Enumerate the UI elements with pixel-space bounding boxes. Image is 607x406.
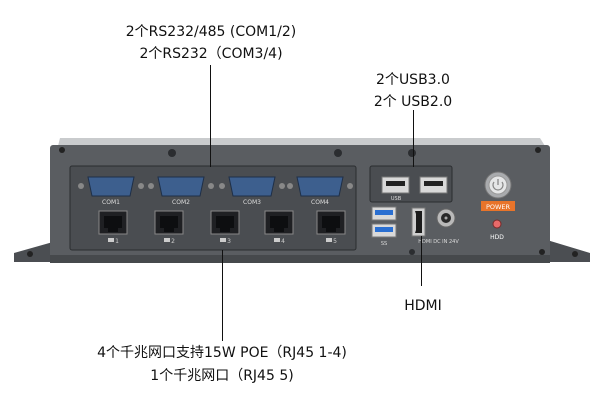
rj45-port-3[interactable] [210, 210, 240, 235]
com-callout-line1: 2个RS232/485 (COM1/2) [125, 24, 297, 40]
power-label: POWER [486, 203, 511, 211]
dc-in-jack[interactable] [436, 208, 456, 228]
power-label-badge [481, 201, 515, 211]
lan4-silk: 4 [281, 238, 285, 245]
chassis-screw [409, 249, 415, 255]
com-port-3[interactable] [219, 176, 285, 197]
hdd-label: HDD [490, 234, 504, 241]
usb3-port-2[interactable] [371, 223, 397, 238]
lan1-silk: 1 [115, 238, 119, 245]
rj45-port-5[interactable] [316, 210, 346, 235]
rj45-port-2[interactable] [154, 210, 184, 235]
chassis-screw [539, 249, 545, 255]
com1-silk: COM1 [102, 199, 120, 206]
right-bracket-screw [572, 251, 578, 257]
usb2-port-2[interactable] [419, 176, 448, 194]
usb-leader-line [413, 110, 414, 167]
power-button[interactable] [484, 171, 512, 199]
lan2-silk: 2 [171, 238, 175, 245]
hdmi-leader-line [421, 236, 422, 286]
com4-silk: COM4 [311, 199, 329, 206]
left-bracket-screw [27, 251, 33, 257]
top-cover [58, 138, 545, 146]
usb2-silk: USB [391, 196, 402, 202]
chassis-base [50, 255, 550, 263]
chassis-screw [535, 147, 541, 153]
chassis-screw [168, 149, 176, 157]
hdmi-silk: HDMI [418, 239, 431, 245]
usb-callout-line1: 2个USB3.0 [376, 72, 450, 88]
com-callout-line2: 2个RS232（COM3/4) [139, 46, 283, 62]
hdd-led [492, 219, 502, 229]
lan-network-icons [108, 238, 332, 242]
usb3-port-1[interactable] [371, 206, 397, 221]
com2-silk: COM2 [172, 199, 190, 206]
hdmi-port[interactable] [411, 207, 426, 237]
chassis-screw [59, 147, 65, 153]
lan-leader-line [222, 250, 223, 341]
com3-silk: COM3 [243, 199, 261, 206]
usb-callout-line2: 2个 USB2.0 [373, 94, 453, 110]
rj45-port-1[interactable] [98, 210, 128, 235]
usb2-port-1[interactable] [381, 176, 410, 194]
right-mounting-bracket [547, 240, 590, 262]
left-mounting-bracket [14, 240, 60, 262]
lan-callout-line1: 4个千兆网口支持15W POE（RJ45 1-4) [97, 345, 347, 361]
com-port-1[interactable] [78, 176, 144, 197]
com-leader-line [210, 65, 211, 167]
rj45-port-4[interactable] [264, 210, 294, 235]
hdmi-callout: HDMI [404, 298, 442, 314]
com-port-2[interactable] [148, 176, 214, 197]
lan5-silk: 5 [333, 238, 337, 245]
lan3-silk: 3 [227, 238, 231, 245]
lan-callout-line2: 1个千兆网口（RJ45 5) [150, 368, 294, 384]
chassis-screw [334, 149, 342, 157]
chassis-screw [408, 149, 416, 157]
dc-in-silk: DC IN 24V [433, 239, 459, 245]
com-port-4[interactable] [287, 176, 353, 197]
usb3-silk: SS [381, 241, 387, 247]
